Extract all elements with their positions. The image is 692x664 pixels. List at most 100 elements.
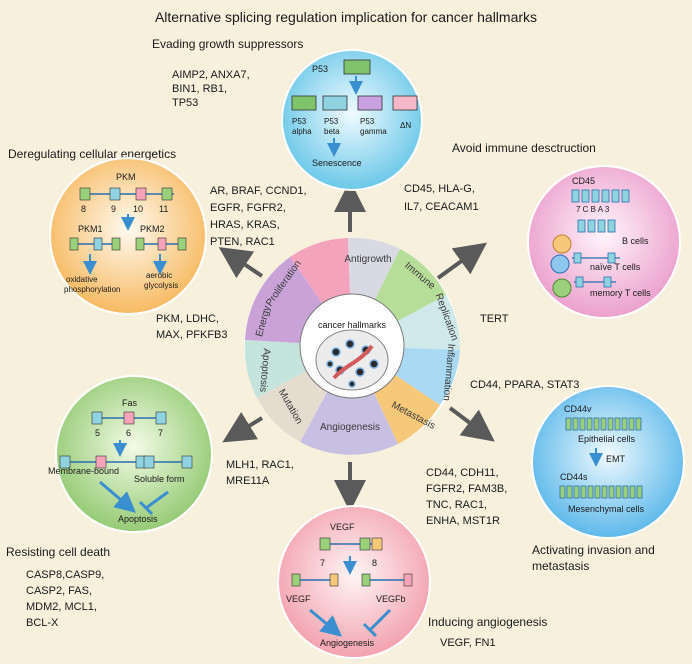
cell-type-b: B cells [622,236,649,246]
isoform-alpha-name: P53 [292,117,307,126]
membrane-bound-label: Membrane-bound [48,466,119,476]
blood-vessel [332,344,374,380]
cd45-label: CD45 [572,176,595,186]
arrow-upper-right [436,242,487,280]
wheel-center-label: cancer hallmarks [318,320,387,330]
heading-angiogenesis: Inducing angiogenesis [428,615,547,629]
isoform-gamma-name: P53 [360,117,375,126]
p53-gamma-exon [357,95,383,111]
segment-label-apoptosis: Apoptosis [257,348,272,393]
pkm1-label: PKM1 [78,224,103,234]
circle-p53: P53 P53 alpha P53 beta P53 gamma ΔN Sene… [281,49,423,191]
pkm-label: PKM [116,172,136,182]
heading-energetics: Deregulating cellular energetics [8,147,176,161]
isoform-beta-sub: beta [324,127,340,136]
p53-exon [343,59,371,75]
pkm2-label: PKM2 [140,224,165,234]
genes-metastasis-3: TNC, RAC1, [426,499,487,511]
segment-label-angiogenesis: Angiogenesis [320,422,380,433]
isoform-beta-name: P53 [324,117,339,126]
genes-apoptosis-1: CASP8,CASP9, [26,569,104,581]
genes-apoptosis-3: MDM2, MCL1, [26,601,97,613]
vegf-exon-8: 8 [372,558,377,568]
genes-energy-2: MAX, PFKFB3 [156,329,228,341]
heading-evading-growth: Evading growth suppressors [152,37,303,51]
segment-angiogenesis [300,346,398,455]
pkm-exon-8: 8 [81,204,86,214]
pkm-exon-11: 11 [159,204,168,214]
isoform-alpha-sub: alpha [292,127,312,136]
arrow-lower-left [222,411,264,443]
p53-beta-exon [322,95,348,111]
heading-immune: Avoid immune desctruction [452,141,596,155]
pkm-exon-10: 10 [133,204,143,214]
genes-metastasis-1: CD44, CDH11, [426,467,499,479]
circle-fas: Fas 5 6 7 Membrane-bound Soluble form Ap… [48,375,213,533]
circle-cd45: CD45 7 C B A 3 B cells naïve T cells mem… [527,165,681,319]
fas-label: Fas [122,398,138,408]
genes-replication: TERT [480,313,509,325]
genes-immune-1: CD45, HLA-G, [404,183,475,195]
outcome-oxidative: oxidative [66,275,98,284]
genes-metastasis-2: FGFR2, FAM3B, [426,483,507,495]
circle-cd44: CD44v Epithelial cells EMT CD44s Mesench… [531,385,685,539]
apoptosis-label: Apoptosis [118,514,158,524]
segment-label-antigrowth: Antigrowth [344,254,391,265]
soluble-form-label: Soluble form [134,474,185,484]
vegfb-isoform-label: VEGFb [376,594,406,604]
p53-deltaN-exon [392,95,418,111]
vegf-label: VEGF [330,522,355,532]
angiogenesis-outcome-label: Angiogenesis [320,638,375,648]
senescence-label: Senescence [312,158,362,168]
cd45-exon-letters: 7 C B A 3 [576,205,610,214]
isoform-deltaN-name: ΔN [400,121,411,130]
genes-metastasis-4: ENHA, MST1R [426,515,500,527]
cell-type-memory-t: memory T cells [590,288,651,298]
cell-type-naive-t: naïve T cells [590,262,641,272]
arrow-upper-left [218,247,264,279]
p53-alpha-exon [291,95,317,111]
genes-top-line-3: TP53 [172,97,198,109]
mesenchymal-cells-label: Mesenchymal cells [568,504,645,514]
fas-exon-5: 5 [95,428,100,438]
outcome-phosphorylation: phosphorylation [64,285,120,294]
cell-nuclei [326,339,379,388]
heading-invasion-2: metastasis [532,559,589,573]
genes-apoptosis-2: CASP2, FAS, [26,585,92,597]
heading-invasion-1: Activating invasion and [532,543,655,557]
pkm-exon-9: 9 [111,204,116,214]
cd44v-label: CD44v [564,404,592,414]
p53-label: P53 [312,64,328,74]
genes-proliferation-2: EGFR, FGFR2, [210,202,286,214]
genes-mutation-1: MLH1, RAC1, [226,459,294,471]
cd44s-label: CD44s [560,472,588,482]
diagram-title: Alternative splicing regulation implicat… [155,9,537,25]
fas-exon-7: 7 [158,428,163,438]
genes-inflammation: CD44, PPARA, STAT3 [470,379,579,391]
circle-pkm: PKM 8 9 10 11 PKM1 PKM2 oxidative phosph… [49,157,207,315]
outcome-glycolysis: glycolysis [144,281,178,290]
hallmark-wheel: cancer hallmarks Proliferation Antigrowt… [244,237,461,455]
genes-top-line-2: BIN1, RB1, [172,83,227,95]
genes-proliferation-1: AR, BRAF, CCND1, [210,185,307,197]
genes-angiogenesis: VEGF, FN1 [440,637,496,649]
genes-energy-1: PKM, LDHC, [156,313,219,325]
fas-exon-6: 6 [126,428,131,438]
cell-illustration [315,329,389,391]
genes-mutation-2: MRE11A [226,475,270,487]
emt-label: EMT [606,454,626,464]
genes-apoptosis-4: BCL-X [26,617,59,629]
vegf-isoform-label: VEGF [286,594,311,604]
isoform-gamma-sub: gamma [360,127,387,136]
circle-vegf: VEGF 7 8 VEGF VEGFb Angiogenesis [277,505,431,659]
epithelial-cells-label: Epithelial cells [578,434,636,444]
vegf-exon-7: 7 [320,558,325,568]
arrow-lower-right [448,406,495,442]
heading-cell-death: Resisting cell death [6,545,110,559]
hallmark-arrows [218,180,495,512]
genes-proliferation-4: PTEN, RAC1 [210,236,275,248]
genes-proliferation-3: HRAS, KRAS, [210,219,280,231]
segment-label-inflammation: Inflammation [441,343,457,401]
